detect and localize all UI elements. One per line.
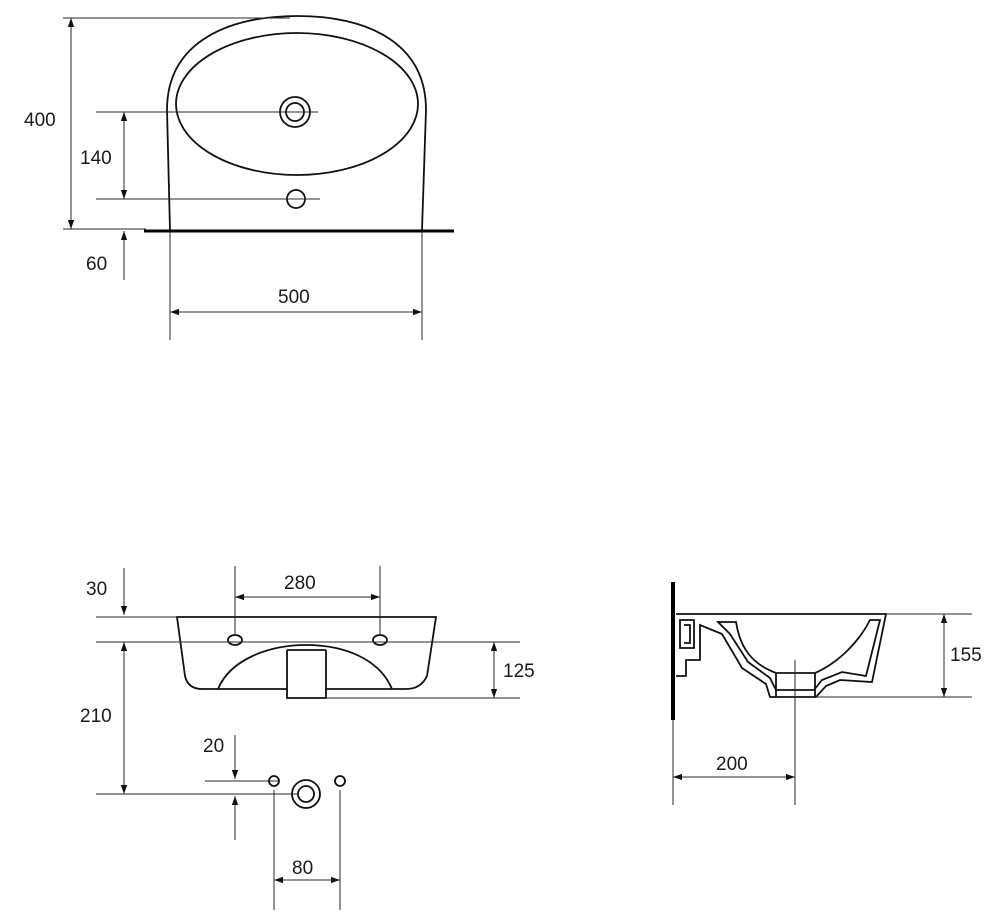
basin-front-outline (175, 616, 438, 699)
supply-hole-left (268, 775, 280, 787)
bracket-slot-left (227, 634, 243, 646)
back-bracket (679, 619, 695, 649)
dim-label-210: 210 (80, 706, 112, 727)
bowl-underside (217, 644, 393, 690)
dim-label-500: 500 (278, 287, 310, 308)
waste-outlet (286, 649, 327, 689)
dim-label-280: 280 (284, 573, 316, 594)
side-view: 155 200 (671, 582, 982, 805)
basin-outline (166, 15, 427, 231)
waste-connection-inner (297, 785, 315, 803)
dim-label-60: 60 (86, 254, 107, 275)
dim-label-140: 140 (80, 148, 112, 169)
bowl-ellipse (175, 32, 419, 176)
basin-side-outline (676, 613, 888, 698)
supply-hole-right (334, 775, 346, 787)
front-view: 30 280 125 210 20 80 (80, 566, 535, 910)
top-view: 400 140 60 500 (24, 15, 454, 340)
bracket-slot-right (372, 634, 388, 646)
dim-label-125: 125 (503, 661, 535, 682)
dim-label-30: 30 (86, 579, 107, 600)
dim-label-20: 20 (203, 736, 224, 757)
dim-label-400: 400 (24, 110, 56, 131)
dim-label-200: 200 (716, 754, 748, 775)
dim-label-155: 155 (950, 645, 982, 666)
dim-label-80: 80 (292, 858, 313, 879)
waste-connection (291, 779, 321, 809)
back-bracket-inner (684, 624, 691, 644)
inner-bowl (715, 619, 882, 691)
side-waste-outlet (775, 673, 816, 697)
